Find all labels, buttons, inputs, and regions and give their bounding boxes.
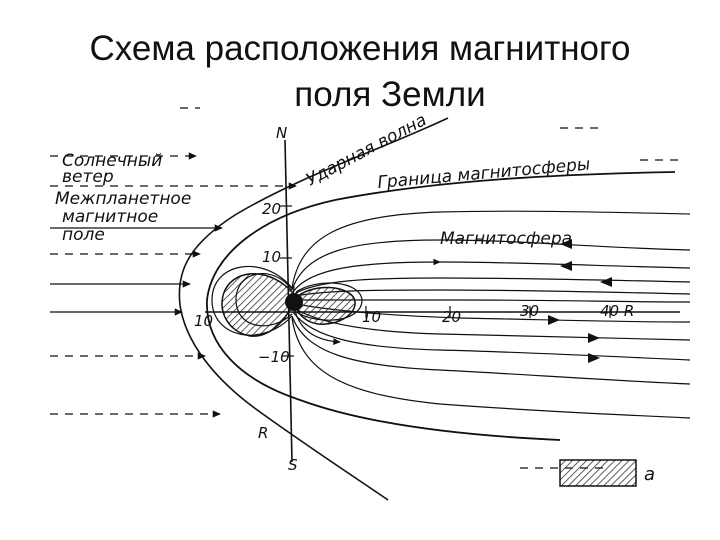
arrow-right (588, 333, 600, 343)
magnetopause-label: Граница магнитосферы (377, 154, 591, 193)
field-line (291, 315, 691, 385)
field-line (291, 317, 691, 419)
legend-label: а (644, 464, 655, 485)
solar-wind-label: Солнечный (62, 151, 162, 171)
tick-h-10: 10 (362, 308, 381, 326)
arrow-right (588, 353, 600, 363)
tick-v-20: 20 (262, 200, 281, 218)
field-line (294, 289, 691, 297)
tick-v-10: 10 (262, 248, 281, 266)
field-line (291, 210, 691, 289)
bow-shock (178, 117, 449, 501)
title-line-1: Схема расположения магнитного (89, 29, 631, 68)
north-label: N (276, 124, 287, 142)
arrow-left (560, 239, 572, 249)
dipole-axis (284, 139, 293, 463)
legend-swatch (559, 459, 637, 487)
field-line (293, 277, 691, 295)
inner-belt-right (295, 286, 356, 325)
tick-h-20: 20 (442, 308, 461, 326)
arrow-left (600, 277, 612, 287)
legend: а (559, 459, 655, 487)
field-line (292, 311, 691, 361)
axis-ticks (280, 205, 611, 357)
imf-label-3: поле (62, 225, 105, 245)
title-line-2: поля Земли (294, 75, 486, 114)
tail-arrows (548, 239, 612, 363)
arrow-right (548, 315, 560, 325)
earth (285, 293, 303, 311)
tick-h-left-10: 10 (194, 312, 213, 330)
tick-h-40: 40 R (600, 302, 634, 320)
dipole-line (235, 273, 293, 327)
magnetosphere-label: Магнитосфера (440, 229, 572, 249)
field-line (291, 239, 691, 291)
solar-wind-label-2: ветер (62, 167, 114, 187)
arrow-left (560, 261, 572, 271)
radius-label: R (258, 424, 268, 442)
imf-lines (50, 224, 223, 316)
dipole-line (295, 282, 363, 321)
magnetopause-boundary (206, 171, 676, 441)
inner-belt-left (221, 273, 293, 337)
tick-h-30: 30 (520, 302, 539, 320)
dipole-line (211, 265, 293, 336)
imf-label-1: Межпланетное (55, 189, 191, 209)
south-label: S (288, 456, 298, 474)
imf-label-2: магнитное (62, 207, 158, 227)
tick-v-m10: −10 (258, 348, 290, 366)
page-title: Схема расположения магнитного поля Земли (0, 26, 720, 118)
field-line (292, 258, 691, 293)
